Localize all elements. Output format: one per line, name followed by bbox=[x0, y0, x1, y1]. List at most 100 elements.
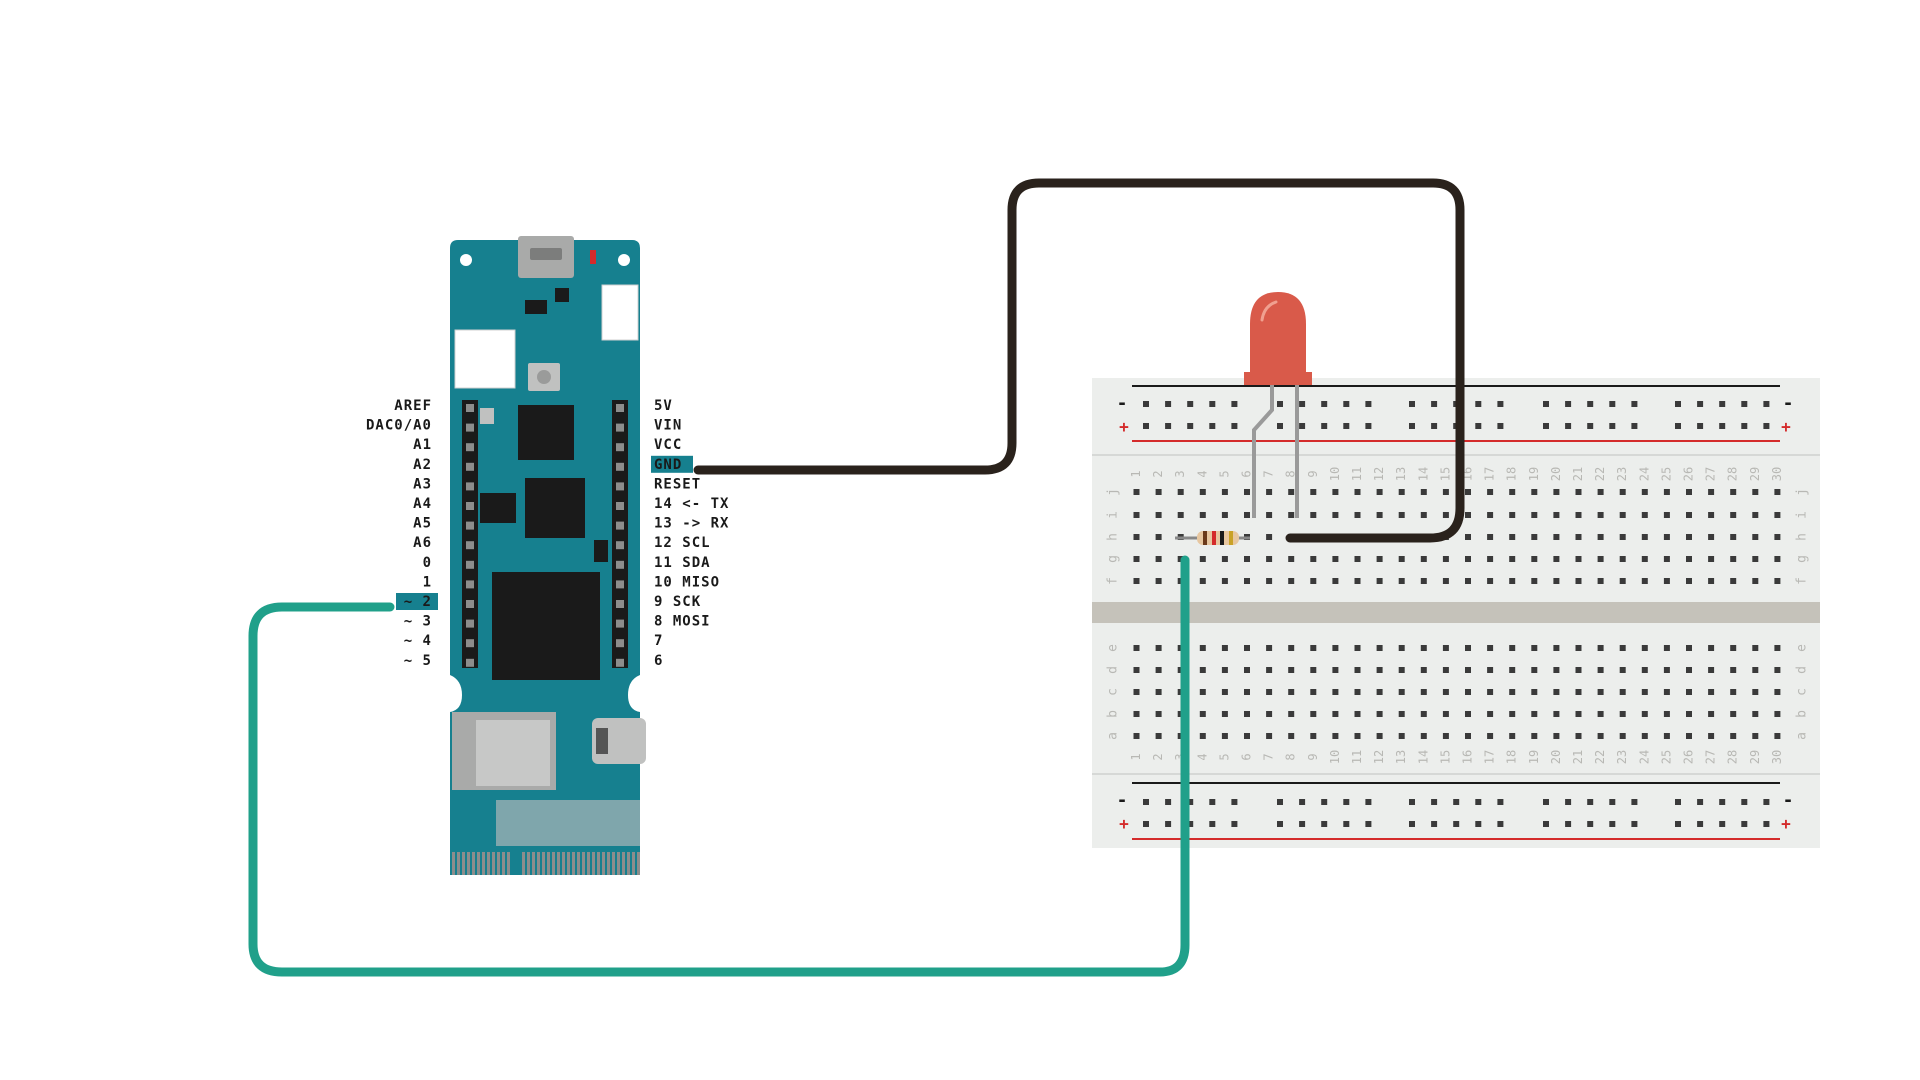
column-number: 6 bbox=[1240, 753, 1254, 760]
chip-small bbox=[594, 540, 608, 562]
breadboard-hole bbox=[1663, 667, 1670, 673]
row-letter: j bbox=[1795, 488, 1810, 496]
header-pin bbox=[616, 502, 624, 510]
rail-hole bbox=[1587, 423, 1594, 429]
red-led-icon[interactable] bbox=[1244, 292, 1312, 518]
breadboard-hole bbox=[1376, 667, 1383, 673]
breadboard-hole bbox=[1199, 689, 1206, 695]
row-letter: b bbox=[1106, 710, 1121, 718]
breadboard-hole bbox=[1266, 689, 1273, 695]
battery-connector-icon bbox=[454, 329, 516, 389]
rail-hole bbox=[1409, 799, 1415, 805]
pin-label-right: 9 SCK bbox=[654, 594, 701, 610]
column-number: 19 bbox=[1527, 467, 1541, 481]
gnd-wire[interactable] bbox=[693, 178, 1465, 543]
pin-label-right: 14 <- TX bbox=[654, 496, 729, 512]
pin-label-right: 7 bbox=[654, 633, 663, 649]
breadboard-hole bbox=[1442, 733, 1449, 739]
breadboard-hole bbox=[1597, 711, 1604, 717]
rail-hole bbox=[1697, 423, 1704, 429]
rail-hole bbox=[1587, 821, 1594, 827]
resistor-icon[interactable] bbox=[1175, 531, 1250, 545]
rail-hole bbox=[1231, 401, 1238, 407]
breadboard-hole bbox=[1487, 689, 1494, 695]
breadboard-hole bbox=[1531, 578, 1538, 584]
breadboard-hole bbox=[1376, 645, 1383, 651]
breadboard-hole bbox=[1442, 556, 1449, 562]
pin-highlight bbox=[651, 455, 693, 473]
column-number: 15 bbox=[1438, 750, 1452, 764]
breadboard-hole bbox=[1730, 645, 1737, 651]
breadboard-hole bbox=[1752, 711, 1759, 717]
rail-hole bbox=[1631, 423, 1638, 429]
rail-hole bbox=[1497, 423, 1504, 429]
breadboard-hole bbox=[1575, 489, 1582, 495]
breadboard-hole bbox=[1774, 489, 1781, 495]
usb-port bbox=[530, 248, 562, 260]
rail-hole bbox=[1675, 401, 1681, 407]
pin-label-left: AREF bbox=[394, 398, 432, 414]
breadboard-hole bbox=[1487, 512, 1494, 518]
breadboard-hole bbox=[1354, 733, 1361, 739]
column-number: 22 bbox=[1593, 467, 1607, 481]
rail-plus-symbol-bottom-left: + bbox=[1119, 814, 1129, 833]
column-number: 10 bbox=[1328, 467, 1342, 481]
breadboard-hole bbox=[1575, 667, 1582, 673]
breadboard-hole bbox=[1354, 645, 1361, 651]
breadboard-hole bbox=[1442, 645, 1449, 651]
breadboard-hole bbox=[1708, 489, 1715, 495]
rail-hole bbox=[1475, 799, 1482, 805]
header-strip-right bbox=[612, 400, 628, 668]
breadboard-hole bbox=[1288, 689, 1295, 695]
rail-hole bbox=[1409, 423, 1415, 429]
sd-card-slot-inner bbox=[476, 720, 550, 786]
row-letter: c bbox=[1106, 688, 1121, 696]
column-number: 1 bbox=[1129, 470, 1143, 477]
breadboard-hole bbox=[1619, 578, 1626, 584]
rail-hole bbox=[1565, 821, 1572, 827]
column-number: 19 bbox=[1527, 750, 1541, 764]
pin-label-right: 6 bbox=[654, 653, 663, 669]
breadboard-hole bbox=[1244, 556, 1250, 562]
breadboard-hole bbox=[1487, 733, 1494, 739]
breadboard-hole bbox=[1354, 556, 1361, 562]
arduino-board bbox=[450, 236, 646, 875]
column-number: 16 bbox=[1461, 750, 1475, 764]
breadboard-hole bbox=[1442, 489, 1449, 495]
column-number: 24 bbox=[1637, 467, 1651, 481]
edge-finger bbox=[592, 852, 595, 875]
breadboard-hole bbox=[1597, 534, 1604, 540]
header-pin bbox=[466, 560, 474, 569]
breadboard-hole bbox=[1752, 556, 1759, 562]
breadboard-hole bbox=[1199, 578, 1206, 584]
breadboard-hole bbox=[1752, 667, 1759, 673]
breadboard-labels: 1122334455667788991010111112121313141415… bbox=[1106, 467, 1810, 764]
breadboard-hole bbox=[1133, 534, 1140, 540]
breadboard-hole bbox=[1641, 489, 1648, 495]
mounting-hole bbox=[618, 254, 630, 266]
breadboard-hole bbox=[1752, 645, 1759, 651]
breadboard-hole bbox=[1155, 512, 1162, 518]
breadboard-hole bbox=[1398, 512, 1405, 518]
breadboard-hole bbox=[1487, 489, 1494, 495]
edge-finger bbox=[492, 852, 495, 875]
breadboard-hole bbox=[1288, 733, 1295, 739]
breadboard-hole bbox=[1597, 512, 1604, 518]
breadboard-hole bbox=[1531, 512, 1538, 518]
signal-wire[interactable] bbox=[248, 555, 1190, 977]
breadboard-hole bbox=[1266, 489, 1273, 495]
breadboard-hole bbox=[1133, 645, 1140, 651]
breadboard-hole bbox=[1641, 711, 1648, 717]
edge-finger bbox=[587, 852, 590, 875]
breadboard-hole bbox=[1354, 489, 1361, 495]
rail-hole bbox=[1565, 423, 1572, 429]
rail-hole bbox=[1431, 799, 1438, 805]
led-indicator-icon bbox=[590, 250, 596, 264]
breadboard-hole bbox=[1244, 711, 1250, 717]
pin-label-left: A4 bbox=[413, 496, 432, 512]
breadboard-hole bbox=[1774, 578, 1781, 584]
breadboard-hole bbox=[1575, 556, 1582, 562]
rail-hole bbox=[1343, 821, 1350, 827]
breadboard-hole bbox=[1288, 667, 1295, 673]
